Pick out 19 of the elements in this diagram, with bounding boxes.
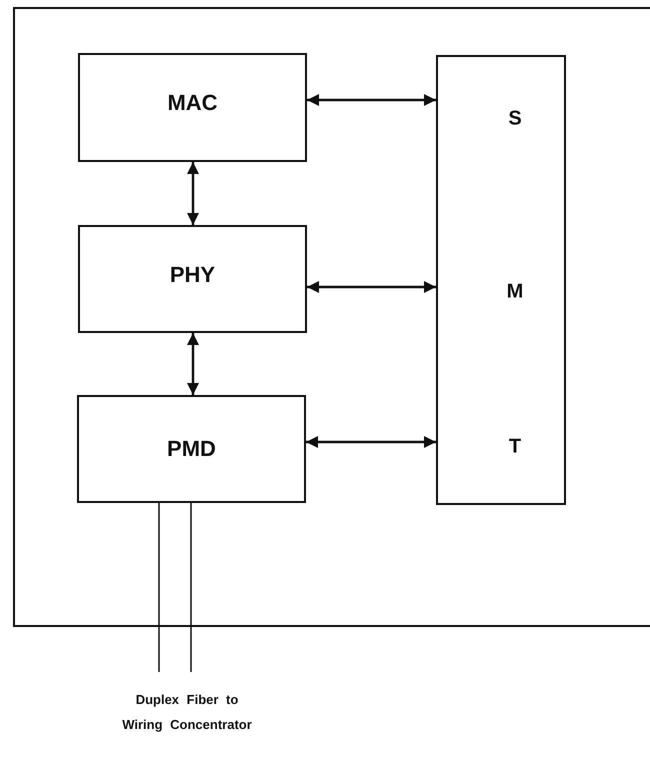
double-arrow <box>307 94 436 106</box>
destination-label: Duplex Fiber to Wiring Concentrator <box>121 691 253 734</box>
fiber-line <box>158 503 160 672</box>
layer-label: PMD <box>167 436 216 462</box>
letter-label: M <box>506 280 524 304</box>
layer-box <box>78 225 307 333</box>
enclosure-box <box>13 7 650 627</box>
double-arrow <box>307 281 436 293</box>
layer-label: MAC <box>167 90 218 116</box>
layer-label: PHY <box>170 262 216 288</box>
letter-label: T <box>508 436 522 458</box>
layer-box <box>78 53 307 162</box>
management-box <box>436 55 566 505</box>
double-arrow <box>187 162 199 225</box>
fiber-line <box>190 503 192 672</box>
double-arrow <box>306 436 436 448</box>
double-arrow <box>187 333 199 395</box>
letter-label: S <box>508 108 522 130</box>
layer-box <box>77 395 306 503</box>
